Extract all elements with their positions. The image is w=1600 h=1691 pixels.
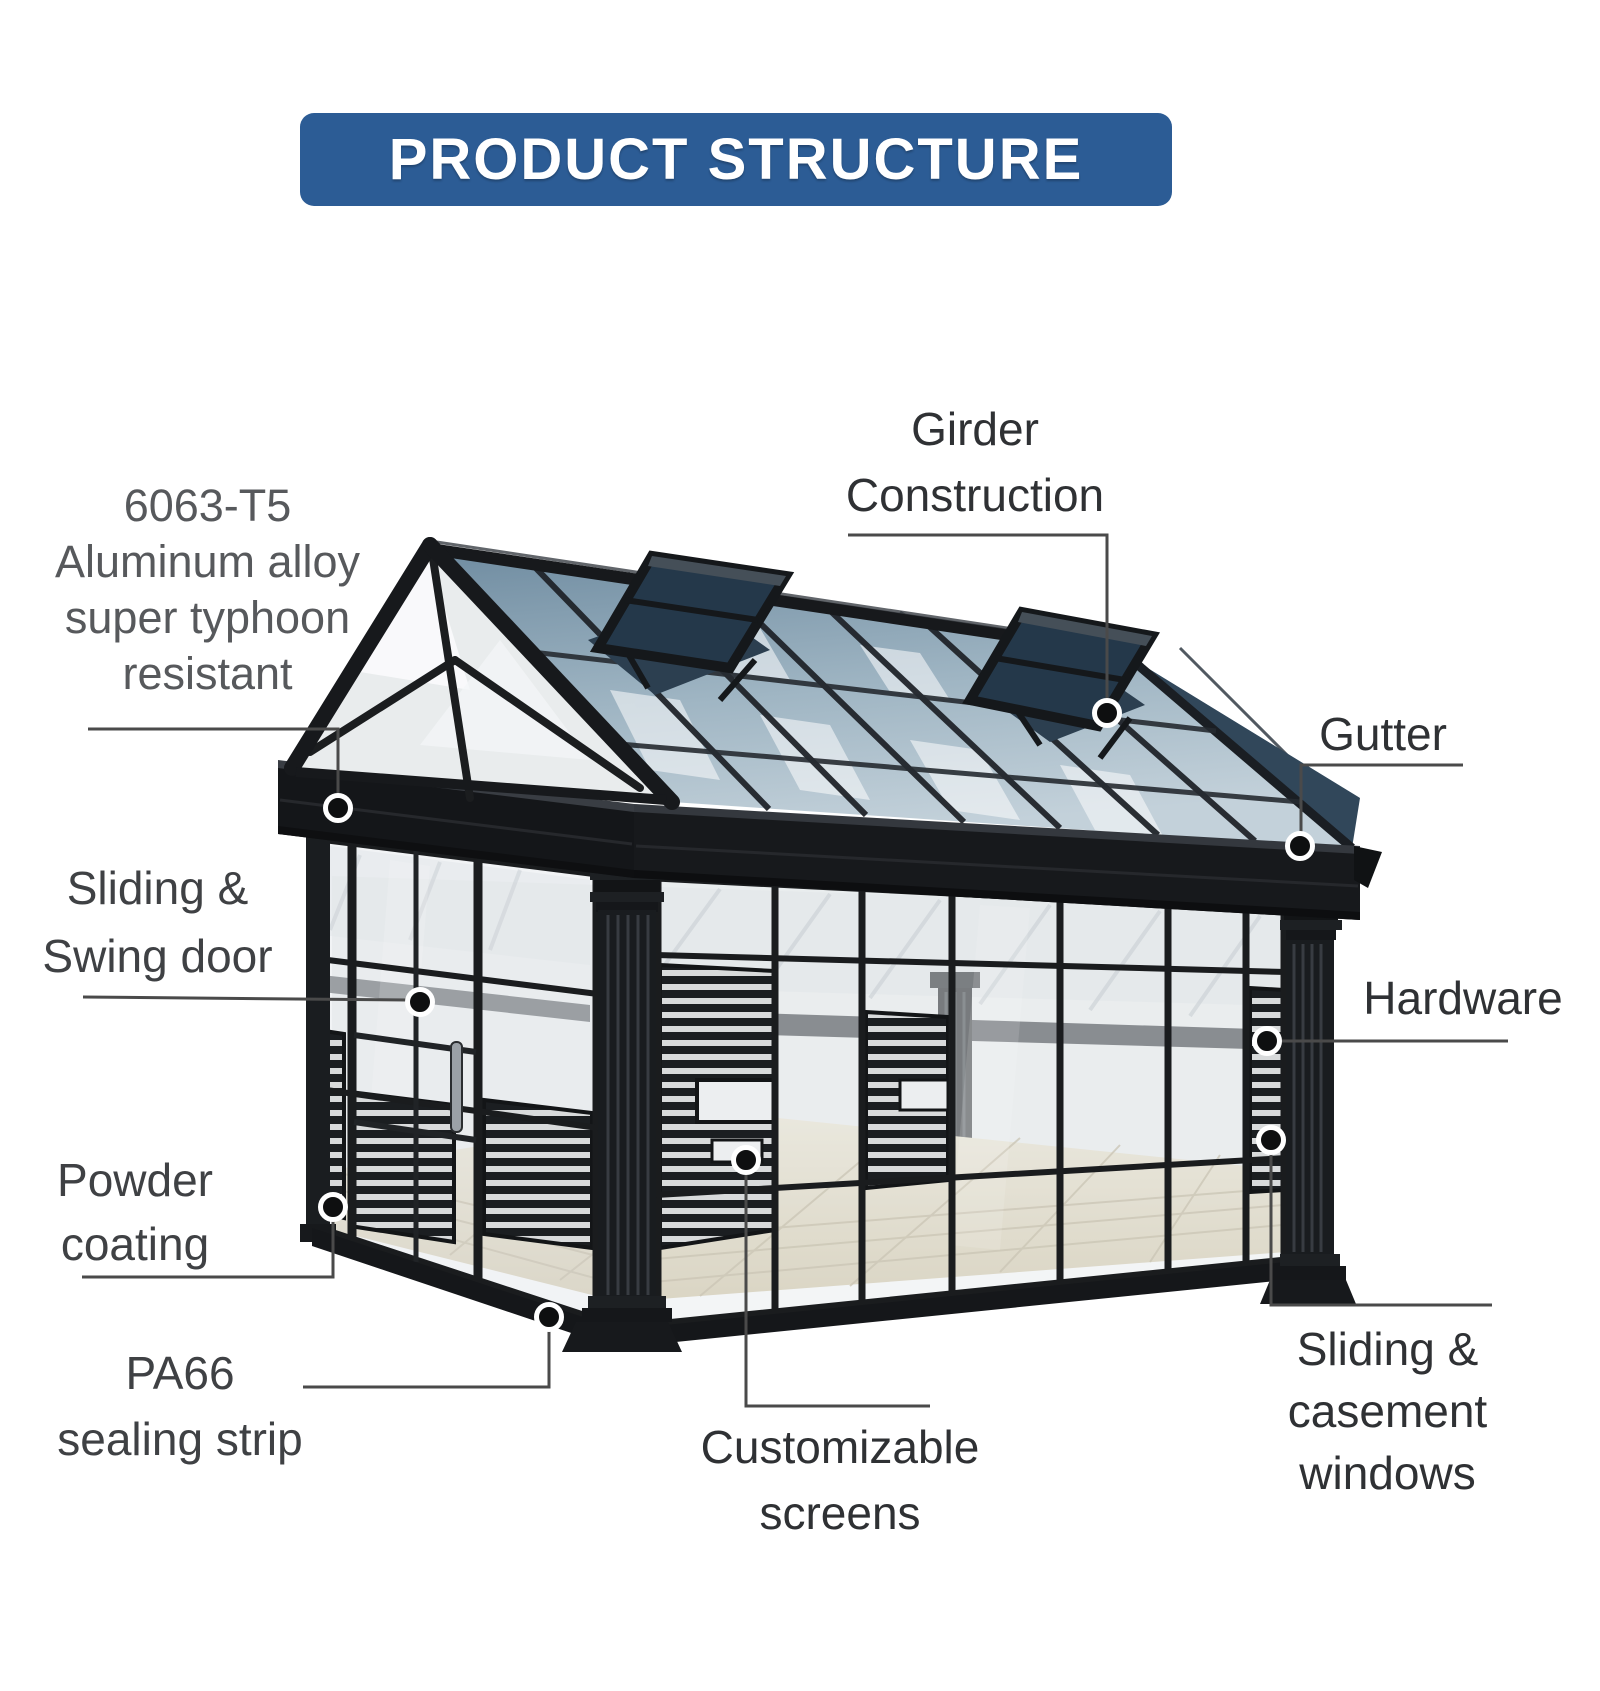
callout-girder-construction: Girder Construction [770,396,1180,528]
leader-line-sliding-swing-door [82,995,409,1002]
leader-line-alloy [88,727,340,796]
callout-line: Sliding & [66,862,249,914]
callout-line: windows [1299,1447,1476,1499]
customizable-screen-panels [316,962,1286,1251]
callout-line: Girder [911,403,1039,455]
callout-line: PA66 [125,1347,235,1399]
callout-line: Hardware [1363,972,1563,1024]
leader-line-sliding-casement [1269,1152,1492,1307]
leader-line-powder-coating [82,1219,335,1279]
callout-line: super typhoon [64,592,351,643]
page-title: PRODUCT STRUCTURE [388,127,1084,192]
callout-line: resistant [122,648,293,699]
callout-line: casement [1287,1385,1488,1437]
callout-line: coating [60,1218,210,1270]
leader-dot-girder [1092,698,1122,728]
callout-pa66-sealing-strip: PA66 sealing strip [25,1340,335,1472]
leader-dot-pa66 [534,1302,564,1332]
leader-lines [82,533,1508,1408]
callout-line: Customizable [700,1421,980,1473]
callout-line: Construction [845,469,1105,521]
door-handle [450,1041,463,1133]
leader-dot-powder-coating [318,1192,348,1222]
skylight-left [588,550,795,702]
callout-customizable-screens: Customizable screens [640,1414,1040,1546]
callout-line: Sliding & [1296,1323,1479,1375]
callout-sliding-casement-windows: Sliding & casement windows [1240,1318,1535,1504]
leader-dot-hardware [1252,1026,1282,1056]
gable-pediment [284,537,680,810]
leader-dot-sliding-swing-door [405,987,435,1017]
callout-line: Swing door [42,930,273,982]
callout-alloy: 6063-T5 Aluminum alloy super typhoon res… [10,478,405,702]
callout-line: screens [759,1487,921,1539]
callout-gutter: Gutter [1282,708,1484,760]
leader-line-girder [848,533,1109,700]
right-corner-column [1260,898,1356,1304]
leader-dot-alloy [323,793,353,823]
callout-line: 6063-T5 [123,480,292,531]
callout-line: Powder [57,1154,213,1206]
leader-line-gutter [1299,763,1463,833]
leader-line-customizable-screens [744,1172,930,1408]
title-banner: PRODUCT STRUCTURE [300,113,1172,206]
callout-line: sealing strip [57,1413,303,1465]
leader-dots [318,698,1315,1332]
leader-dot-gutter [1285,831,1315,861]
callout-powder-coating: Powder coating [15,1148,255,1276]
callout-line: Gutter [1319,708,1447,760]
wall-frames [300,829,1292,1344]
callout-hardware: Hardware [1332,972,1594,1024]
leader-dot-sliding-casement [1256,1125,1286,1155]
front-corner-column [562,866,682,1352]
callout-sliding-swing-door: Sliding & Swing door [20,854,295,990]
callout-line: Aluminum alloy [54,536,361,587]
sliding-swing-door [347,841,483,1283]
leader-dot-customizable-screens [731,1145,761,1175]
leader-line-pa66 [303,1329,551,1389]
